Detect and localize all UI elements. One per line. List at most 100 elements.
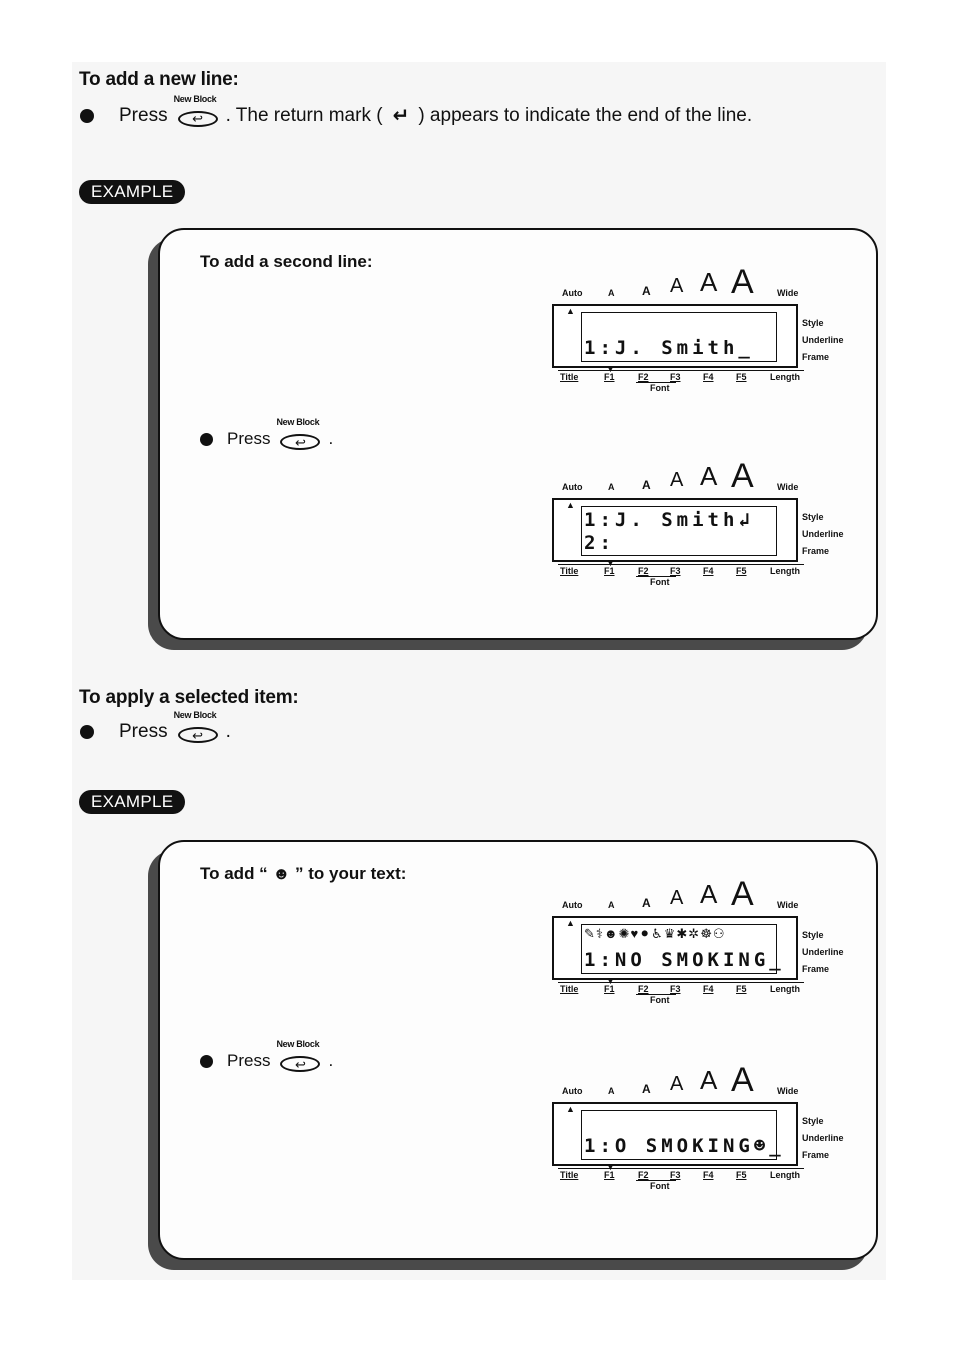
lcd-display-after: Auto A A A A A Wide ▲ 1:O SMOKING☻_ ▼ St… [552,1060,852,1210]
font-label: Font [650,577,670,587]
size-a-1: A [608,900,615,910]
symbol-row: ✎⚕☻✺♥⚫♿♛✱✲☸⚇ [584,926,726,941]
arrow-up-icon: ▲ [566,306,575,316]
example-title: To add a second line: [200,252,373,271]
example-title: To add “ ☻ ” to your text: [200,864,407,883]
lcd-display-after: Auto A A A A A Wide ▲ 1:J. Smith↲ 2: ▼ S… [552,456,852,606]
f2-fn: F2 [638,372,649,382]
size-indicators: Auto A A A A A Wide [552,456,852,496]
key-label: New Block [173,93,217,104]
style-label: Style [802,318,824,328]
function-row: Title F1 F2 F3 F4 F5 Length [558,564,804,579]
auto-label: Auto [562,288,583,298]
example-badge-1: EXAMPLE [79,180,186,204]
arrow-up-icon: ▲ [566,500,575,510]
wide-label: Wide [777,482,799,492]
lcd-line-1: 1:O SMOKING☻_ [584,1135,785,1157]
sentence-end: ) appears to indicate the end of the lin… [418,104,753,126]
auto-label: Auto [562,482,583,492]
arrow-up-icon: ▲ [566,918,575,928]
auto-label: Auto [562,900,583,910]
size-a-5: A [731,875,754,913]
lcd-outer: ▲ ✎⚕☻✺♥⚫♿♛✱✲☸⚇ 1:NO SMOKING_ ▼ [552,916,798,986]
font-bracket [636,1180,676,1181]
press-instruction-1: Press New Block ↩ . [200,417,333,450]
example-badge-2: EXAMPLE [79,790,186,814]
f1-fn: F1 [604,372,615,382]
period: . [225,721,231,742]
press-text: Press [227,429,271,448]
wide-label: Wide [777,1086,799,1096]
underline-label: Underline [802,529,844,539]
return-key-icon: ↩ [280,434,321,450]
new-block-key: New Block ↩ [174,710,220,743]
size-a-1: A [608,1086,615,1096]
size-a-5: A [731,457,754,495]
return-key-icon: ↩ [177,110,218,127]
wide-label: Wide [777,288,799,298]
lcd-outer: ▲ 1:J. Smith↲ 2: ▼ [552,498,798,568]
new-block-key: New Block ↩ [276,417,322,450]
style-label: Style [802,930,824,940]
new-block-key: New Block ↩ [174,94,220,127]
press-text: Press [119,721,168,742]
key-label: New Block [276,417,320,427]
sentence-mid: . The return mark ( [225,104,383,126]
f1-fn: F1 [604,566,615,576]
size-indicators: Auto A A A A A Wide [552,262,852,302]
section-title-apply-item: To apply a selected item: [79,687,299,708]
size-a-1: A [608,482,615,492]
f5-fn: F5 [736,1170,747,1180]
style-label: Style [802,512,824,522]
size-a-3: A [670,469,684,491]
length-fn: Length [770,566,800,576]
lcd-screen: 1:J. Smith↲ 2: [581,506,777,556]
length-fn: Length [770,984,800,994]
press-text: Press [119,104,168,126]
title-fn: Title [560,566,579,576]
size-a-1: A [608,288,615,298]
f4-fn: F4 [703,372,714,382]
bullet-icon [80,108,94,123]
lcd-display-before: Auto A A A A A Wide ▲ 1:J. Smith_ ▼ Styl… [552,262,852,412]
function-row: Title F1 F2 F3 F4 F5 Length [558,370,804,385]
f3-fn: F3 [670,984,681,994]
size-a-3: A [670,1073,684,1095]
size-indicators: Auto A A A A A Wide [552,874,852,914]
arrow-down-icon: ▼ [606,1162,615,1172]
size-a-5: A [731,263,754,301]
bullet-icon [80,725,94,739]
frame-label: Frame [802,964,830,974]
lcd-line-1: 1:NO SMOKING_ [584,949,785,971]
title-fn: Title [560,984,579,994]
instruction-new-line: Press New Block ↩ . The return mark ( ↵ … [80,94,753,128]
title-fn: Title [560,1170,579,1180]
underline-label: Underline [802,335,844,345]
period: . [328,1051,334,1070]
underline-label: Underline [802,947,844,957]
size-a-2: A [642,896,651,910]
key-label: New Block [276,1039,320,1049]
return-mark-icon: ↵ [392,105,410,127]
f4-fn: F4 [703,566,714,576]
font-bracket [636,382,676,383]
lcd-screen: 1:J. Smith_ [581,312,777,362]
f2-fn: F2 [638,984,649,994]
length-fn: Length [770,1170,800,1180]
lcd-outer: ▲ 1:J. Smith_ ▼ [552,304,798,374]
frame-label: Frame [802,352,830,362]
bullet-icon [200,1054,213,1068]
new-block-key: New Block ↩ [276,1039,322,1072]
f4-fn: F4 [703,984,714,994]
size-a-3: A [670,275,684,297]
lcd-line-1: 1:J. Smith_ [584,337,754,359]
f4-fn: F4 [703,1170,714,1180]
size-indicators: Auto A A A A A Wide [552,1060,852,1100]
frame-label: Frame [802,1150,830,1160]
font-label: Font [650,1181,670,1191]
f1-fn: F1 [604,984,615,994]
underline-label: Underline [802,1133,844,1143]
size-a-4: A [700,879,718,909]
auto-label: Auto [562,1086,583,1096]
lcd-display-before: Auto A A A A A Wide ▲ ✎⚕☻✺♥⚫♿♛✱✲☸⚇ 1:NO … [552,874,852,1024]
